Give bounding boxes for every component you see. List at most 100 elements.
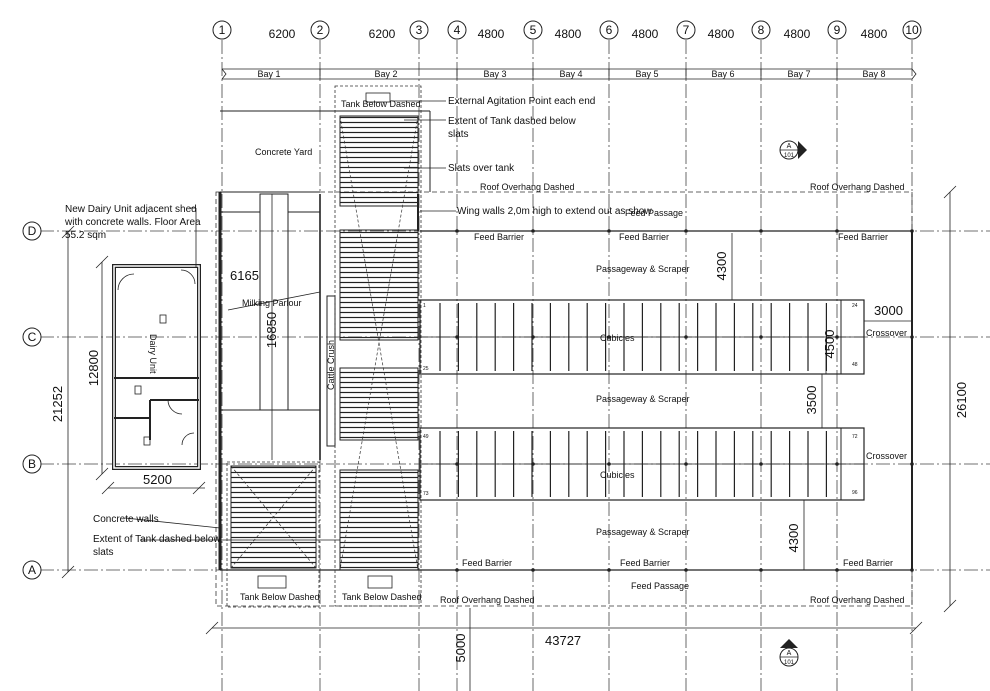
- top-spacings: 6200 6200 4800 4800 4800 4800 4800 4800: [269, 27, 888, 41]
- post: [531, 568, 535, 572]
- feed-barrier-bottom-1: Feed Barrier: [462, 558, 512, 568]
- grid-label-B: B: [28, 457, 36, 471]
- bay-label-6: Bay 6: [711, 69, 734, 79]
- dairy-unit: [112, 264, 201, 470]
- grid-label-9: 9: [834, 23, 841, 37]
- grid-bubble-D: D: [22, 221, 42, 241]
- post: [607, 462, 611, 466]
- section-marker-bottom: A 101: [779, 639, 799, 667]
- cubicle-no-25: 25: [423, 366, 429, 372]
- spacing-1-2: 6200: [269, 27, 296, 41]
- spacing-5-6: 4800: [632, 27, 659, 41]
- feed-barrier-bottom-3: Feed Barrier: [843, 558, 893, 568]
- grid-bubble-8: 8: [751, 20, 771, 40]
- new-dairy-note-2: with concrete walls. Floor Area: [64, 217, 201, 228]
- post: [910, 335, 914, 339]
- passageway-scraper-3: Passageway & Scraper: [596, 527, 690, 537]
- grid-bubble-B: B: [22, 454, 42, 474]
- post: [684, 335, 688, 339]
- dim-4300-lower: 4300: [786, 524, 801, 553]
- cattle-crush-label: Cattle Crush: [326, 340, 336, 390]
- post: [835, 335, 839, 339]
- dairy-unit-label: Dairy Unit: [148, 334, 158, 374]
- cubicle-numbers: 1 24 25 48 49 72 73 96: [423, 303, 858, 497]
- cubicles-upper-label: Cubicles: [600, 333, 635, 343]
- feed-barrier-top-2: Feed Barrier: [619, 232, 669, 242]
- cubicle-row-lower: [419, 427, 865, 501]
- post: [531, 462, 535, 466]
- dim-5200: 5200: [143, 472, 172, 487]
- dim-3500: 3500: [804, 386, 819, 415]
- section-ref-letter-bottom: A: [787, 650, 792, 657]
- grid-bubble-3: 3: [409, 20, 429, 40]
- grid-label-3: 3: [416, 23, 423, 37]
- post: [531, 229, 535, 233]
- dim-3000: 3000: [874, 303, 903, 318]
- post: [684, 229, 688, 233]
- grid-bubble-1: 1: [212, 20, 232, 40]
- bay-label-8: Bay 8: [862, 69, 885, 79]
- extent-tank-bottom-1: Extent of Tank dashed below: [93, 534, 221, 545]
- annotations: Tank Below Dashed External Agitation Poi…: [64, 96, 907, 605]
- feed-passage-bottom: Feed Passage: [631, 581, 689, 591]
- dim-5000: 5000: [453, 634, 468, 663]
- feed-barrier-bottom-2: Feed Barrier: [620, 558, 670, 568]
- cubicle-no-48: 48: [852, 362, 858, 368]
- post: [910, 568, 914, 572]
- concrete-yard-label: Concrete Yard: [255, 147, 312, 157]
- post: [455, 229, 459, 233]
- post: [455, 568, 459, 572]
- passageway-scraper-2: Passageway & Scraper: [596, 394, 690, 404]
- dim-4500: 4500: [822, 330, 837, 359]
- roof-overhang-bottom-right: Roof Overhang Dashed: [810, 595, 905, 605]
- tank-below-dashed-bay2-bottom: Tank Below Dashed: [342, 592, 422, 602]
- grid-bubble-6: 6: [599, 20, 619, 40]
- cubicle-no-72: 72: [852, 434, 858, 440]
- bay-label-1: Bay 1: [257, 69, 280, 79]
- cubicle-no-49: 49: [423, 434, 429, 440]
- feed-barrier-top-3: Feed Barrier: [838, 232, 888, 242]
- grid-bubble-5: 5: [523, 20, 543, 40]
- grid-label-D: D: [28, 224, 37, 238]
- grid-label-2: 2: [317, 23, 324, 37]
- roof-overhang-outline: [215, 191, 913, 607]
- concrete-walls-note: Concrete walls: [93, 514, 159, 525]
- bay-label-5: Bay 5: [635, 69, 658, 79]
- crossover-upper: Crossover: [866, 328, 907, 338]
- grid-bubble-10: 10: [902, 20, 922, 40]
- dim-4300-upper: 4300: [714, 252, 729, 281]
- post: [835, 462, 839, 466]
- grid-label-C: C: [28, 330, 37, 344]
- cubicles-lower-label: Cubicles: [600, 470, 635, 480]
- dim-12800: 12800: [86, 350, 101, 386]
- post: [759, 229, 763, 233]
- grid-label-6: 6: [606, 23, 613, 37]
- post: [607, 568, 611, 572]
- feed-passage-top: Feed Passage: [625, 208, 683, 218]
- section-marker-top: A 101: [779, 140, 807, 160]
- roof-overhang-top-left: Roof Overhang Dashed: [480, 182, 575, 192]
- grid-bubble-9: 9: [827, 20, 847, 40]
- leader-lines: [124, 100, 456, 541]
- extent-tank-note-2: slats: [448, 129, 469, 140]
- bay-label-4: Bay 4: [559, 69, 582, 79]
- post: [607, 335, 611, 339]
- bay-label-7: Bay 7: [787, 69, 810, 79]
- bay1-tank: [226, 461, 320, 608]
- dim-16850: 16850: [264, 312, 279, 348]
- dim-21252: 21252: [50, 386, 65, 422]
- cubicle-no-1: 1: [423, 303, 426, 309]
- post: [835, 229, 839, 233]
- grid-label-A: A: [28, 563, 36, 577]
- extent-tank-note-1: Extent of Tank dashed below: [448, 116, 576, 127]
- spacing-4-5: 4800: [555, 27, 582, 41]
- bay-strip: [221, 68, 917, 80]
- milking-parlour-label: Milking Parlour: [242, 298, 302, 308]
- bay-labels: Bay 1 Bay 2 Bay 3 Bay 4 Bay 5 Bay 6 Bay …: [257, 69, 885, 79]
- post: [531, 335, 535, 339]
- post: [759, 335, 763, 339]
- roof-overhang-top-right: Roof Overhang Dashed: [810, 182, 905, 192]
- dimension-lines: [61, 185, 957, 691]
- new-dairy-note-1: New Dairy Unit adjacent shed: [65, 204, 197, 215]
